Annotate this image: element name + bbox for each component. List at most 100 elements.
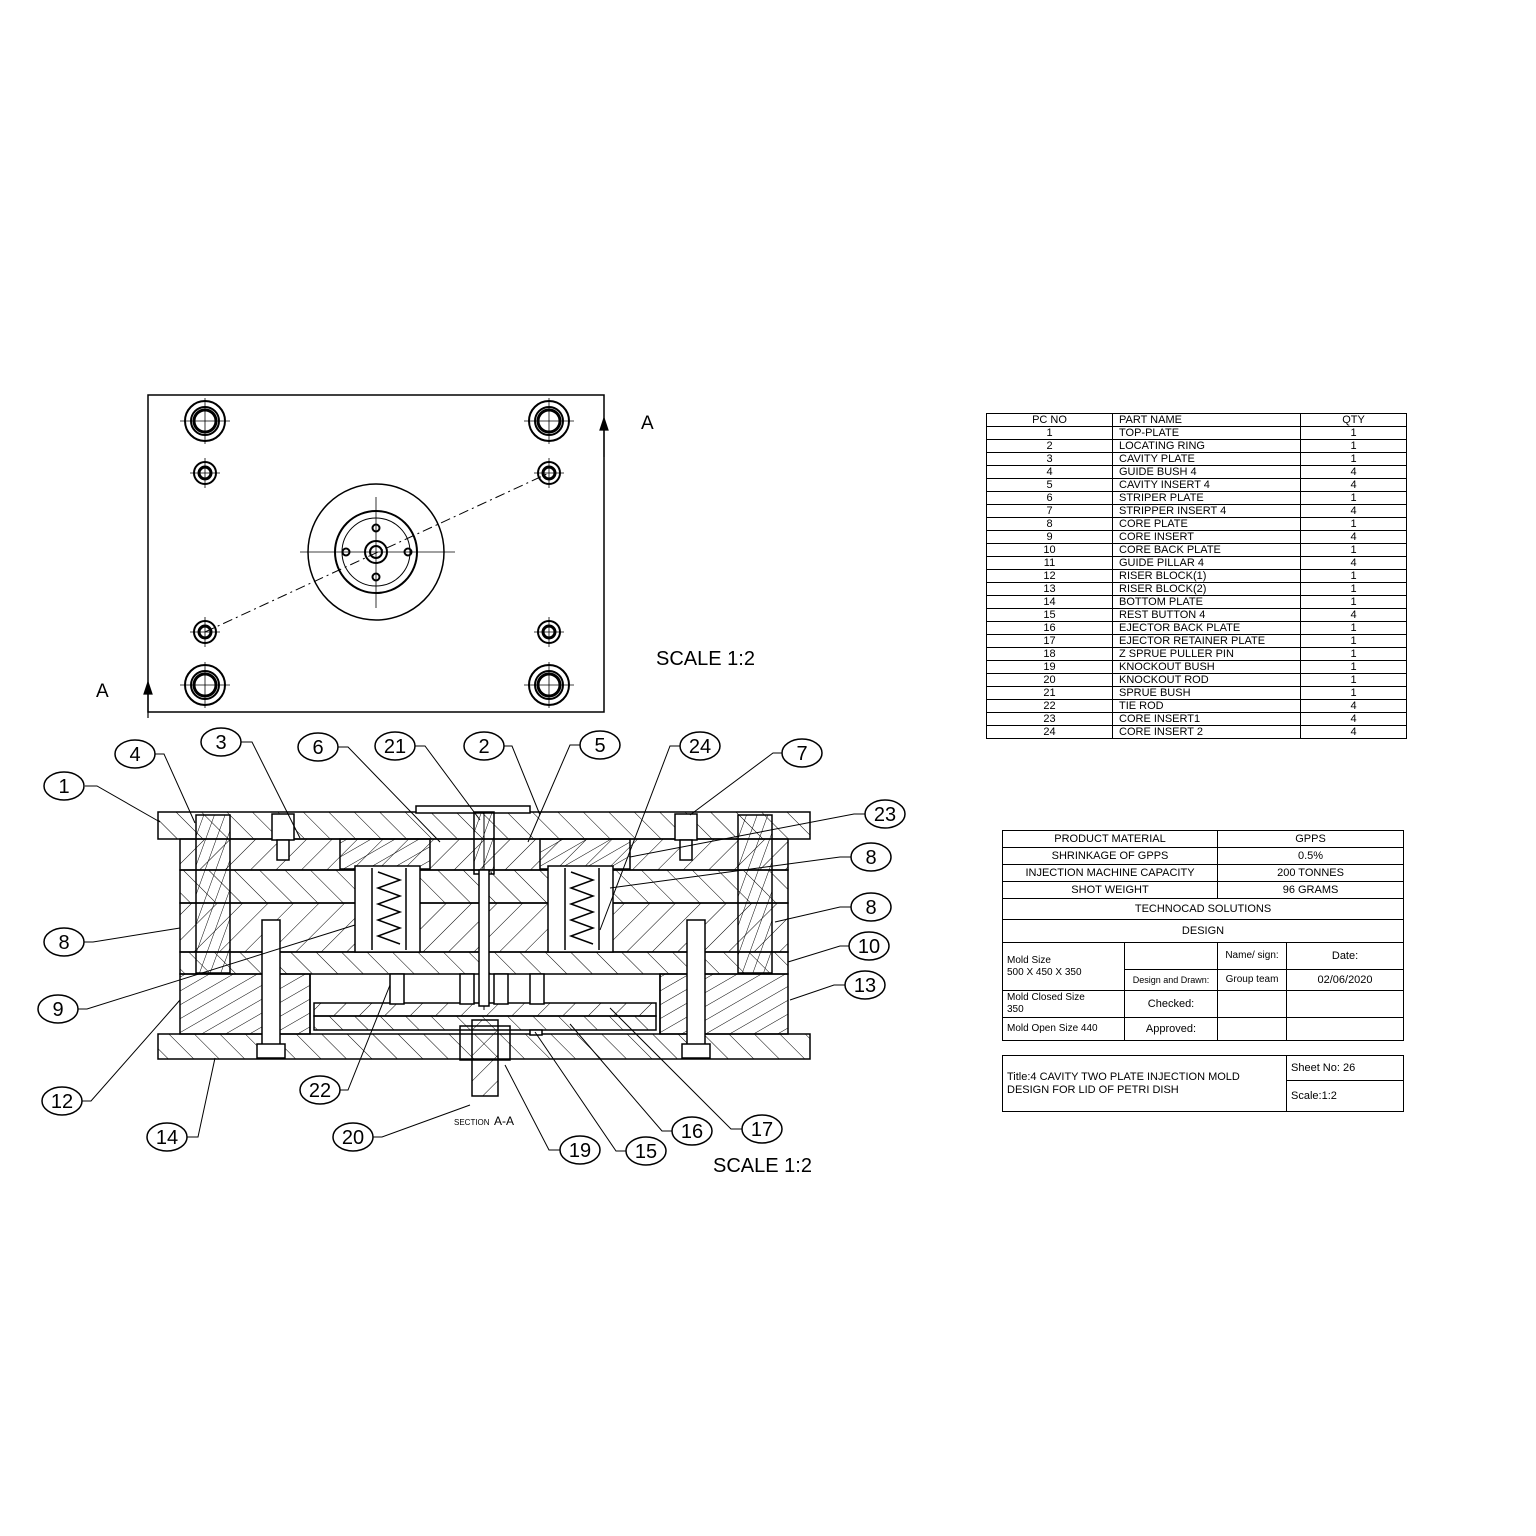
checked-label: Checked: [1123,990,1219,1018]
pc-no-cell: 15 [986,608,1113,622]
qty-cell: 1 [1300,595,1407,609]
pc-no-cell: 10 [986,543,1113,557]
riser-block-left [179,973,311,1035]
qty-cell: 4 [1300,699,1407,713]
balloon-5: 5 [579,730,621,760]
sheet-number: Sheet No: 26 [1286,1055,1404,1081]
svg-text:4: 4 [129,744,140,766]
qty-cell: 4 [1300,478,1407,492]
qty-cell: 1 [1300,582,1407,596]
part-name-cell: BOTTOM PLATE [1112,595,1301,609]
approved-name [1217,1017,1288,1041]
drawn-by-value: Group team [1217,969,1288,991]
balloon-12: 12 [41,1086,83,1116]
part-name-cell: RISER BLOCK(2) [1112,582,1301,596]
balloon-2: 2 [463,731,505,761]
qty-cell: 1 [1300,686,1407,700]
svg-text:20: 20 [342,1127,364,1149]
core-insert-right [547,865,614,953]
svg-text:13: 13 [854,975,876,997]
balloon-17: 17 [741,1114,783,1144]
part-name-cell: TOP-PLATE [1112,426,1301,440]
svg-text:2: 2 [478,736,489,758]
part-name-cell: SPRUE BUSH [1112,686,1301,700]
top-view-outline [147,394,605,713]
balloon-19: 19 [559,1135,601,1165]
part-name-cell: STRIPER PLATE [1112,491,1301,505]
balloon-9: 9 [37,994,79,1024]
svg-text:12: 12 [51,1091,73,1113]
balloon-3: 3 [200,727,242,757]
locating-ring [300,483,455,621]
svg-text:14: 14 [156,1127,178,1149]
pc-no-cell: 17 [986,634,1113,648]
part-name-cell: KNOCKOUT BUSH [1112,660,1301,674]
spec-row-material: PRODUCT MATERIAL GPPS [1001,830,1405,848]
qty-cell: 4 [1300,608,1407,622]
pc-no-cell: 3 [986,452,1113,466]
rest-button-left [529,1029,543,1036]
balloon-22: 22 [299,1075,341,1105]
qty-cell: 1 [1300,660,1407,674]
part-name-cell: CORE BACK PLATE [1112,543,1301,557]
pc-no-cell: 23 [986,712,1113,726]
ejector-pin-center-right [493,973,509,1005]
tie-rod-right [686,919,706,1047]
date-label: Date: [1286,942,1405,970]
screw-left-shank [276,839,290,861]
part-name-cell: CAVITY INSERT 4 [1112,478,1301,492]
spring-left [375,871,403,945]
balloon-24: 24 [679,731,721,761]
screw-right-shank [679,839,693,861]
balloon-1: 1 [43,771,85,801]
qty-cell: 1 [1300,517,1407,531]
design-label: DESIGN [1001,919,1405,943]
balloon-21: 21 [374,731,416,761]
title-scale: Scale:1:2 [1286,1080,1404,1112]
tie-rod-right-head [681,1043,711,1059]
qty-cell: 4 [1300,504,1407,518]
spec-row-drawn: Design and Drawn: Group team 02/06/2020 [1003,969,1405,991]
spec-row-machine: INJECTION MACHINE CAPACITY 200 TONNES [1001,864,1405,882]
spec-row-shot: SHOT WEIGHT 96 GRAMS [1001,881,1405,899]
pc-no-cell: 20 [986,673,1113,687]
svg-text:9: 9 [52,999,63,1021]
blank-cell [1123,942,1219,970]
balloon-8a: 8 [850,842,892,872]
qty-cell: 1 [1300,426,1407,440]
name-sign-label: Name/ sign: [1217,942,1288,970]
cavity-insert-right [539,838,631,870]
leader-lines [75,741,866,1152]
svg-text:7: 7 [796,743,807,765]
balloon-14: 14 [146,1122,188,1152]
part-name-cell: GUIDE BUSH 4 [1112,465,1301,479]
qty-cell: 1 [1300,634,1407,648]
pc-no-cell: 18 [986,647,1113,661]
part-name-cell: CORE INSERT 2 [1112,725,1301,739]
screw-right [674,813,698,841]
svg-text:1: 1 [58,776,69,798]
section-line [204,472,550,633]
svg-text:8: 8 [865,897,876,919]
qty-cell: 1 [1300,621,1407,635]
header-qty: QTY [1300,413,1407,427]
pc-no-cell: 22 [986,699,1113,713]
qty-cell: 4 [1300,530,1407,544]
knockout-rod [471,1019,499,1097]
approved-date [1286,1017,1405,1041]
guide-pillar-left [195,814,231,974]
part-name-cell: EJECTOR BACK PLATE [1112,621,1301,635]
tie-rod-left-head [256,1043,286,1059]
pc-no-cell: 4 [986,465,1113,479]
